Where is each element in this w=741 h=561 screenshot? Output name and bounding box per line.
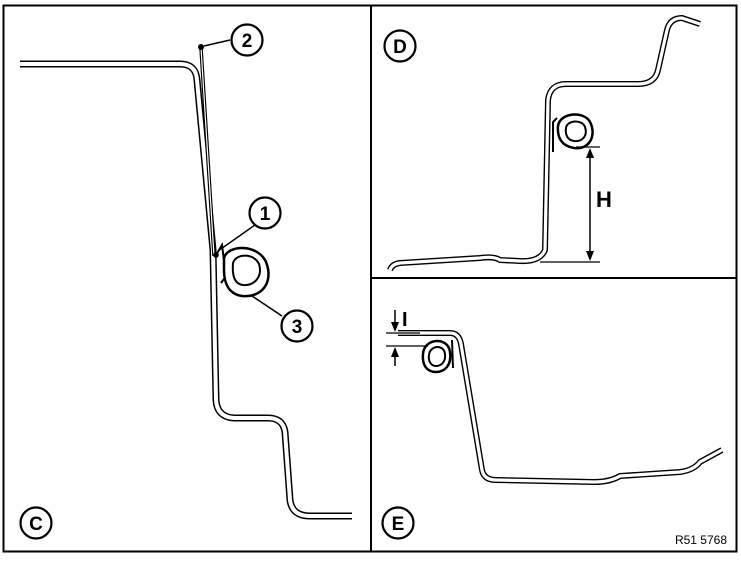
svg-text:E: E: [392, 514, 405, 535]
svg-text:1: 1: [260, 204, 271, 225]
panel-c-body-profile: [20, 60, 352, 520]
panel-c-label: C: [19, 506, 53, 540]
callout-3-leader: [251, 295, 283, 317]
panel-e-dimension-arrow-bottom: [391, 347, 399, 357]
panel-e-dimension-label: I: [402, 309, 408, 331]
callout-1: 1: [248, 196, 282, 230]
panel-c: 2 1 3 C: [19, 23, 352, 540]
panel-d: H D: [383, 15, 701, 272]
svg-text:3: 3: [292, 317, 303, 338]
svg-text:2: 2: [242, 31, 253, 52]
callout-3: 3: [280, 309, 314, 343]
panel-d-seal: [556, 113, 594, 150]
panel-e-dimension-arrow-top: [391, 322, 399, 332]
panel-d-dimension-label: H: [596, 187, 612, 212]
panel-d-dimension-arrow-top: [586, 148, 594, 158]
panel-e-clip: [451, 339, 454, 369]
panel-c-rod-end-dot: [198, 44, 204, 50]
panel-d-clip: [552, 117, 558, 152]
panel-c-clip-dot: [213, 252, 219, 258]
svg-text:D: D: [393, 37, 407, 58]
callout-2-leader: [203, 39, 231, 47]
panel-e: I E R51 5768: [381, 309, 727, 547]
svg-text:C: C: [29, 514, 43, 535]
panel-e-label: E: [381, 506, 415, 540]
reference-code: R51 5768: [675, 533, 727, 547]
callout-1-leader: [217, 224, 256, 252]
panel-d-label: D: [383, 29, 417, 63]
panel-d-dimension-arrow-bottom: [586, 251, 594, 261]
callout-2: 2: [230, 23, 264, 57]
